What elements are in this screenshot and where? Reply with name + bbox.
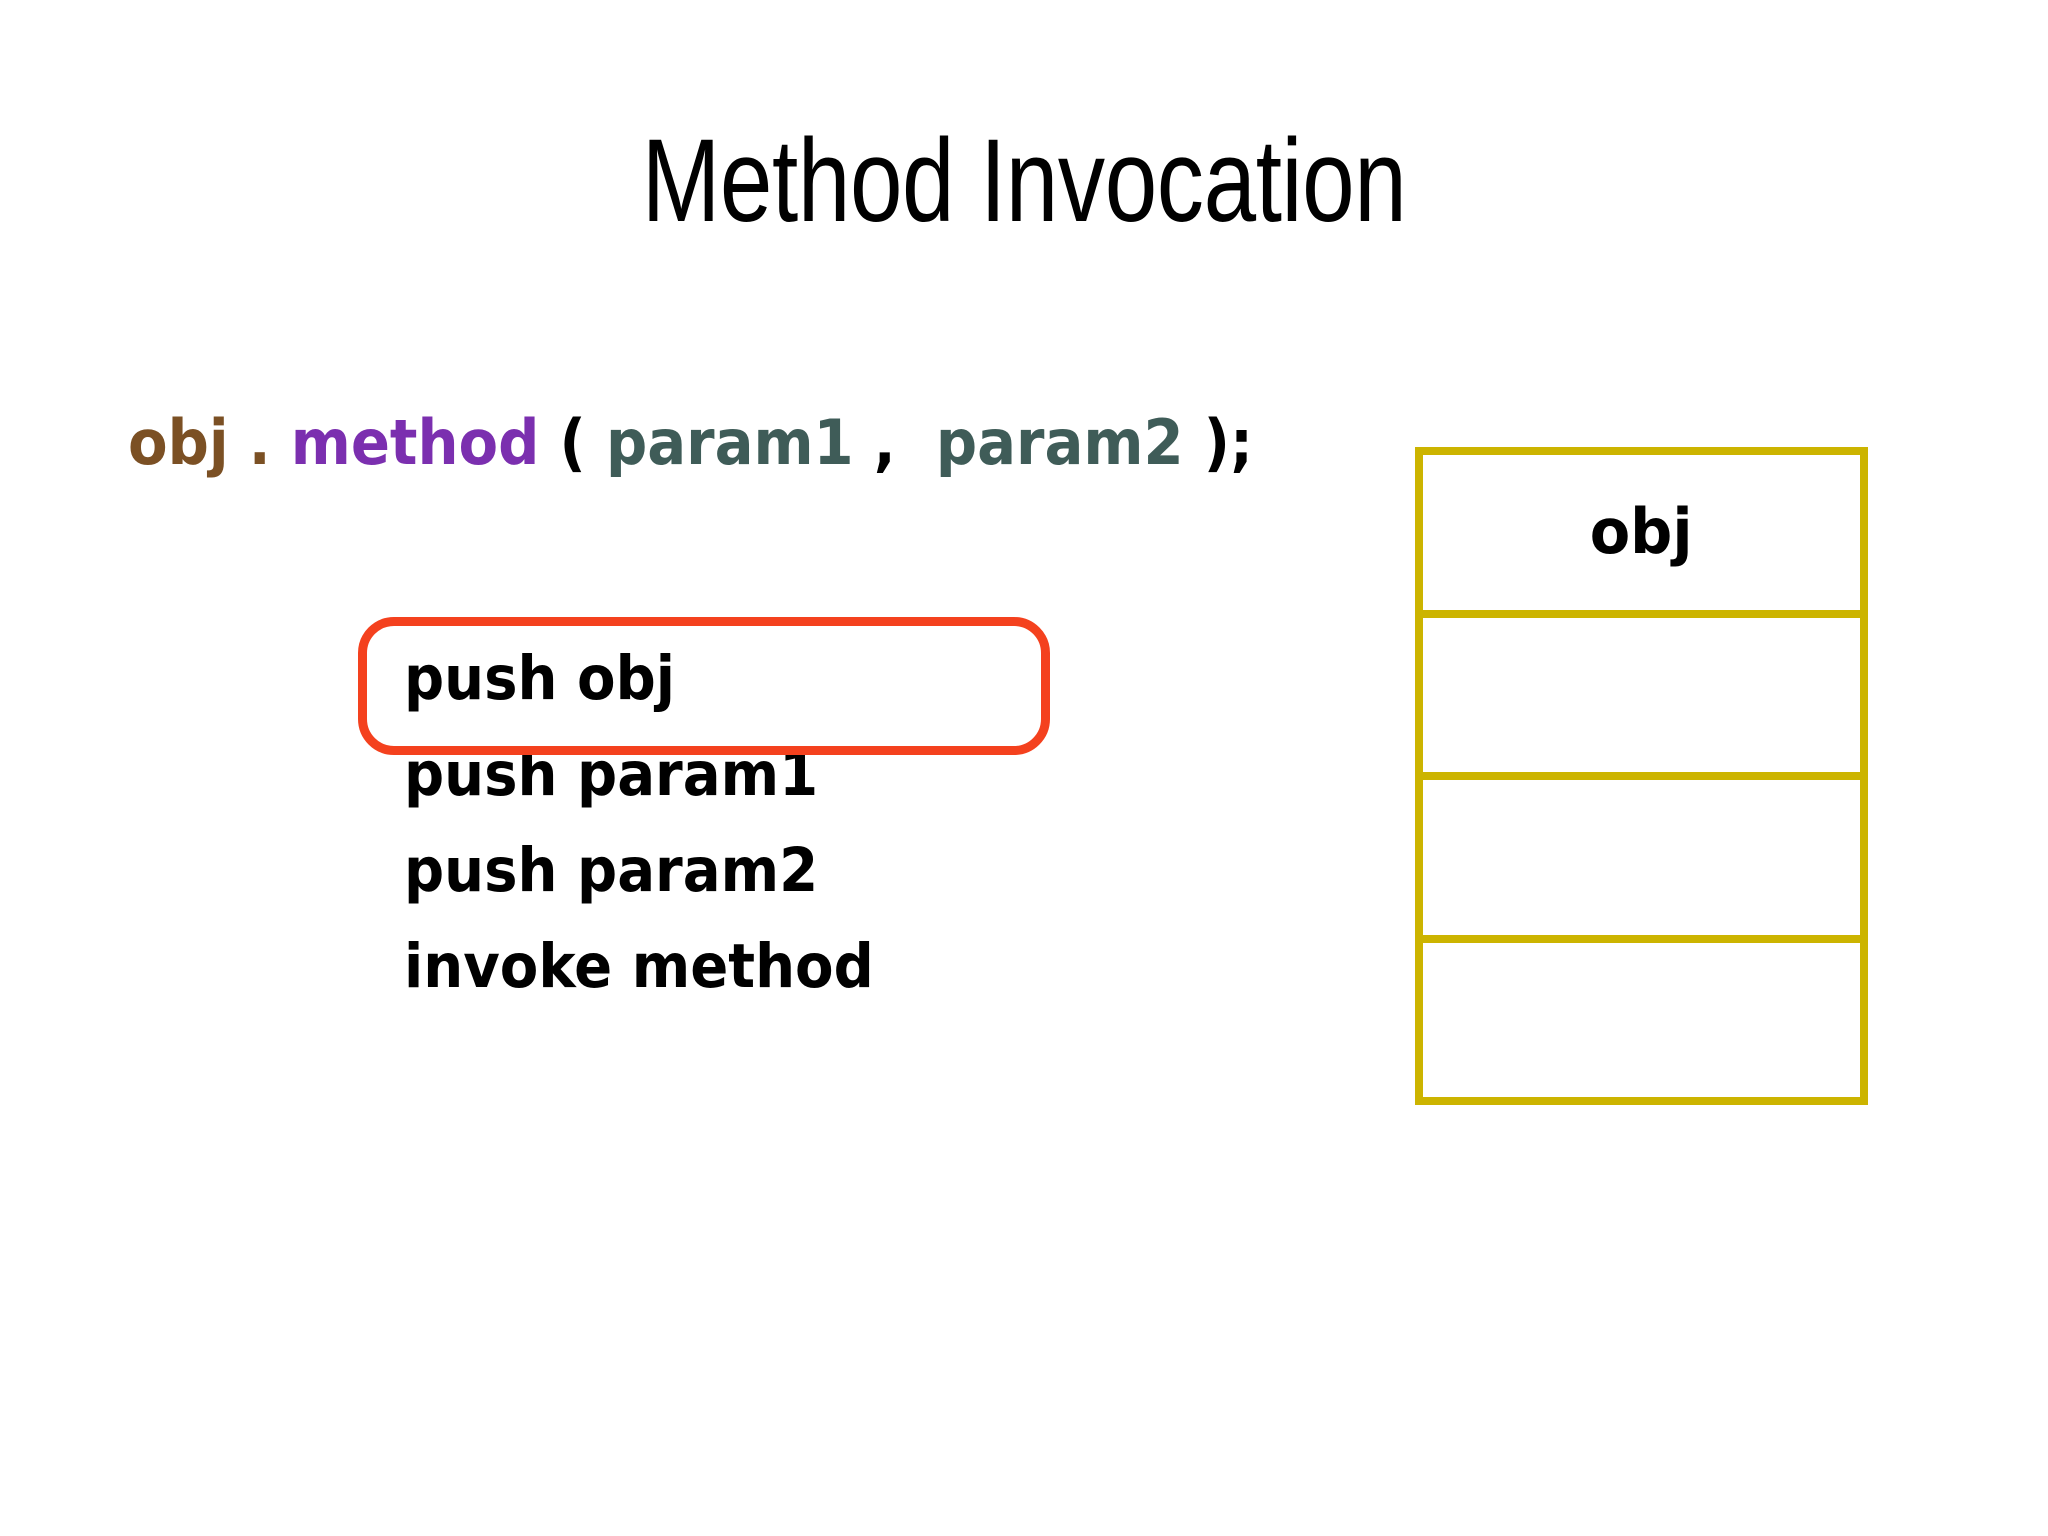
stack-cell: [1423, 617, 1860, 780]
list-item: push obj: [404, 630, 1164, 726]
stack-cell: [1423, 942, 1860, 1097]
obj-token: obj: [128, 406, 229, 479]
operand-stack-table: obj: [1415, 447, 1868, 1105]
code-statement: obj . method ( param1 , param2 );: [128, 412, 1253, 474]
dot-token: .: [248, 406, 271, 479]
method-token: method: [290, 406, 540, 479]
param2-token: param2: [935, 406, 1184, 479]
param1-token: param1: [605, 406, 854, 479]
comma-token: ,: [873, 406, 916, 479]
instruction-label: push param1: [404, 738, 819, 810]
page-title: Method Invocation: [641, 115, 1407, 247]
close-paren-token: );: [1203, 406, 1254, 479]
list-item: invoke method: [404, 918, 1164, 1014]
stack-cell: obj: [1423, 455, 1860, 618]
list-item: push param1: [404, 726, 1164, 822]
instruction-label: push param2: [404, 834, 819, 906]
instruction-label: invoke method: [404, 930, 874, 1002]
open-paren-token: (: [559, 406, 586, 479]
list-item: push param2: [404, 822, 1164, 918]
instruction-label: push obj: [404, 642, 675, 714]
instruction-list: push obj push param1 push param2 invoke …: [404, 630, 1164, 1014]
stack-cell: [1423, 780, 1860, 943]
stack-cell-label: obj: [1590, 495, 1693, 569]
